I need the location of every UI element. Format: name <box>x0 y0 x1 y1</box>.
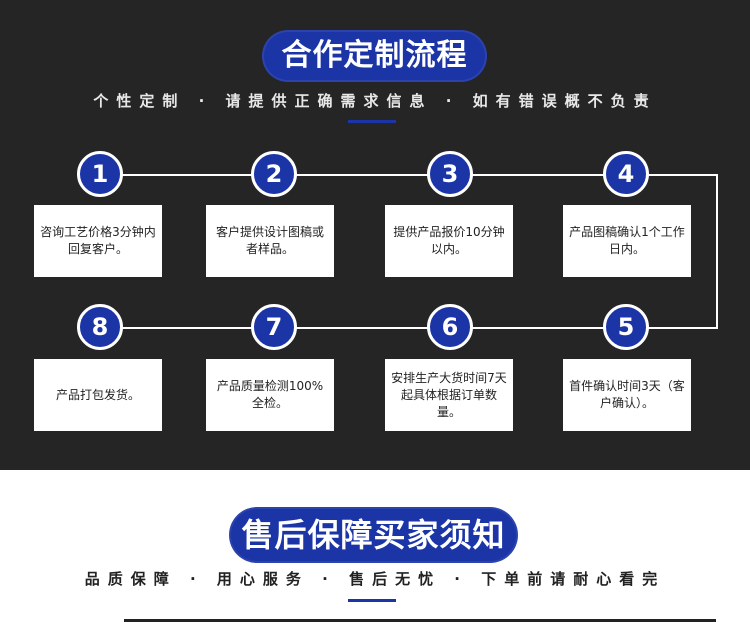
step-6-badge: 6 <box>427 304 473 350</box>
step-6-box: 安排生产大货时间7天起具体根据订单数量。 <box>385 359 513 431</box>
aftersales-subtitle: 品质保障 · 用心服务 · 售后无忧 · 下单前请耐心看完 <box>84 570 666 588</box>
bottom-divider <box>124 619 716 622</box>
aftersales-title: 售后保障买家须知 <box>229 507 518 563</box>
title-underline <box>348 120 396 123</box>
connector-row2 <box>100 327 718 329</box>
step-3-badge: 3 <box>427 151 473 197</box>
step-1-badge: 1 <box>77 151 123 197</box>
connector-right <box>716 174 718 329</box>
step-8-box: 产品打包发货。 <box>34 359 162 431</box>
step-5-box: 首件确认时间3天（客户确认）。 <box>563 359 691 431</box>
step-8-badge: 8 <box>77 304 123 350</box>
step-3-box: 提供产品报价10分钟以内。 <box>385 205 513 277</box>
step-7-badge: 7 <box>251 304 297 350</box>
connector-row1 <box>100 174 718 176</box>
step-4-badge: 4 <box>603 151 649 197</box>
process-title: 合作定制流程 <box>262 30 487 82</box>
process-subtitle: 个性定制 · 请提供正确需求信息 · 如有错误概不负责 <box>93 92 657 110</box>
step-4-box: 产品图稿确认1个工作日内。 <box>563 205 691 277</box>
aftersales-underline <box>348 599 396 602</box>
step-2-box: 客户提供设计图稿或者样品。 <box>206 205 334 277</box>
step-7-box: 产品质量检测100%全检。 <box>206 359 334 431</box>
step-5-badge: 5 <box>603 304 649 350</box>
step-1-box: 咨询工艺价格3分钟内回复客户。 <box>34 205 162 277</box>
step-2-badge: 2 <box>251 151 297 197</box>
